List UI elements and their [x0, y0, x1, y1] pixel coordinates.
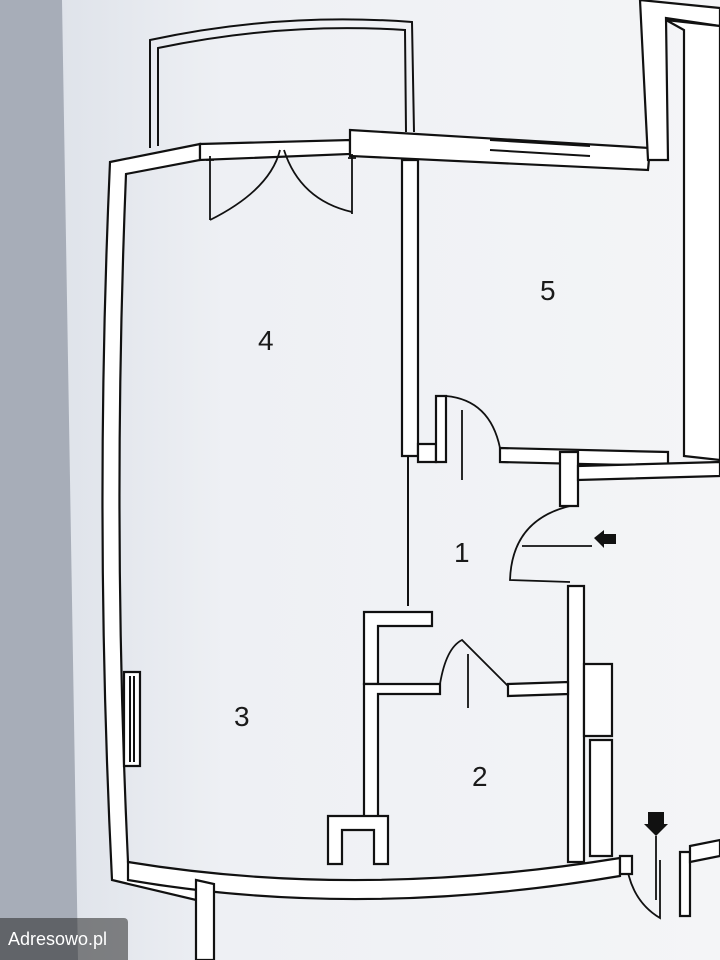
entrance-arrows — [594, 530, 668, 836]
door-room-2 — [439, 638, 509, 708]
room-label-4: 4 — [258, 325, 274, 356]
entry-arrow-icon — [594, 530, 616, 548]
entry-door — [509, 505, 592, 583]
entry-arrow-down-icon — [644, 812, 668, 836]
balcony-double-door — [206, 149, 356, 221]
wall-top-right — [638, 0, 720, 462]
door-room-5 — [445, 395, 501, 480]
door-bottom-right — [618, 836, 720, 920]
room-label-1: 1 — [454, 537, 470, 568]
watermark-logo: Adresowo.pl — [0, 918, 128, 960]
interior-walls — [326, 158, 720, 866]
exterior-wall — [101, 128, 652, 960]
doors — [206, 149, 720, 920]
room-label-5: 5 — [540, 275, 556, 306]
room-label-2: 2 — [472, 761, 488, 792]
room-label-3: 3 — [234, 701, 250, 732]
balcony — [149, 18, 415, 148]
